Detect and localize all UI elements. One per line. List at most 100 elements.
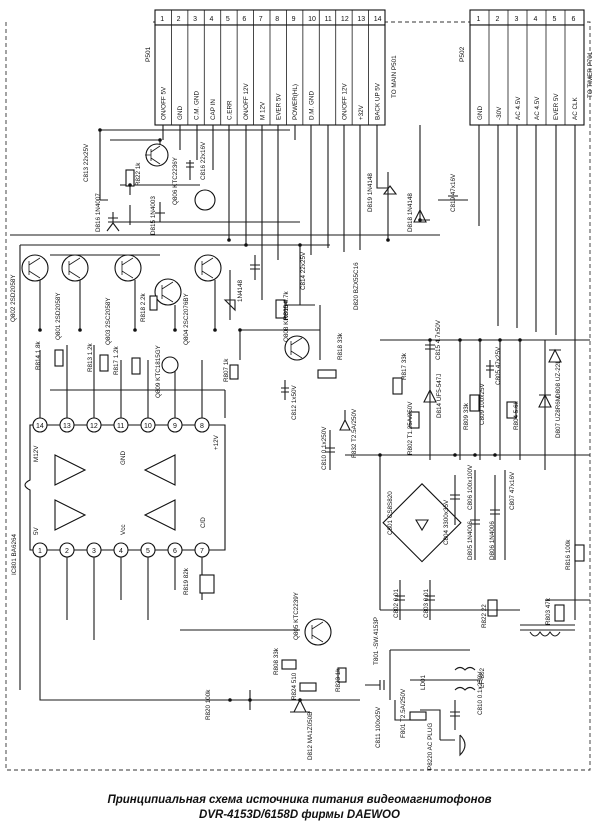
label-d814: D814 UF5-547J bbox=[436, 374, 443, 418]
r817b-resistor bbox=[392, 377, 403, 395]
p502-pin-number: 5 bbox=[553, 16, 557, 23]
junction-dot bbox=[227, 238, 231, 242]
junction-dot bbox=[238, 328, 242, 332]
rectifier-section: C815 4.7x50V C805 47x25V D808 UZ-22L R81… bbox=[345, 319, 590, 637]
p501-pin-number: 5 bbox=[226, 16, 230, 23]
label-r814: R814 1.8k bbox=[35, 340, 42, 370]
junction-dot bbox=[518, 338, 522, 342]
label-c815: C815 4.7x50V bbox=[435, 319, 442, 360]
r823-resistor bbox=[337, 667, 347, 683]
q802-transistor bbox=[21, 254, 49, 282]
junction-dot bbox=[173, 328, 177, 332]
q805-regulator-transistor bbox=[194, 189, 216, 211]
label-c807: C807 47x16V bbox=[509, 471, 516, 510]
label-r819: R819 82k bbox=[183, 567, 190, 595]
junction-dot bbox=[244, 243, 248, 247]
p501-pin-number: 1 bbox=[160, 16, 164, 23]
ic801-m12v: M12V bbox=[33, 445, 40, 462]
label-r820: R820 100k bbox=[205, 689, 212, 720]
connector-bus-wires bbox=[162, 125, 576, 620]
label-c810: C810 0.1x250V bbox=[477, 671, 484, 715]
bottom-left-section: R819 82k Q805 KTC2239Y R808 33k R824 510… bbox=[39, 557, 385, 760]
label-c804: C804 3300x35V bbox=[443, 499, 450, 545]
junction-dot bbox=[133, 328, 137, 332]
p501-ref: P501 bbox=[145, 46, 152, 62]
junction-dot bbox=[298, 243, 302, 247]
ic801-pin-number: 8 bbox=[200, 423, 204, 430]
label-c802: C802 0.01 bbox=[393, 588, 400, 618]
p501-pin-name: ON/OFF 12V bbox=[341, 82, 348, 120]
p501-pin-name: M 12V bbox=[259, 101, 266, 120]
q805b-transistor bbox=[304, 618, 332, 646]
label-ic801: IC801 BA6264 bbox=[11, 534, 18, 575]
label-q804: Q804 2SC2076BY bbox=[183, 292, 190, 345]
p501-pin-name: +32V bbox=[358, 104, 365, 120]
ic801-pin-number: 10 bbox=[144, 423, 152, 430]
r818-resistor bbox=[149, 295, 158, 311]
f801-fuse bbox=[409, 711, 427, 721]
p502-pin-name: -30V bbox=[496, 106, 503, 120]
q803-transistor bbox=[114, 254, 142, 282]
label-r822: R822 1k bbox=[135, 162, 142, 186]
q804-transistor bbox=[154, 278, 182, 306]
p501-pin-number: 2 bbox=[177, 16, 181, 23]
junction-dot bbox=[298, 698, 302, 702]
p501-pin-name: CAP IN bbox=[210, 99, 217, 120]
label-c812: C812 1x50V bbox=[291, 385, 298, 420]
label-t801: T801 -SW.4153P bbox=[373, 617, 380, 665]
ic801-pin-number: 7 bbox=[200, 548, 204, 555]
label-d805: D805 1N4006 bbox=[467, 521, 474, 560]
r805-resistor bbox=[275, 299, 286, 319]
r802-fuse bbox=[409, 411, 420, 429]
r803-resistor bbox=[554, 604, 565, 622]
p502-pin-name: AC 4.5V bbox=[534, 96, 541, 120]
p501-pin-name: POWER(HL) bbox=[292, 84, 299, 120]
p502-ref: P502 bbox=[459, 46, 466, 62]
label-c814: C814 22x25V bbox=[300, 251, 307, 290]
label-p8220: P8220 AC PLUG bbox=[427, 723, 434, 770]
label-f832: F832 T2.5A/250V bbox=[351, 408, 358, 458]
bridge-rectifier bbox=[382, 483, 462, 563]
label-r816: R816 100k bbox=[565, 539, 572, 570]
label-r823: R823 1k bbox=[335, 668, 342, 692]
p501-pin-number: 3 bbox=[193, 16, 197, 23]
label-r809: R809 33k bbox=[463, 402, 470, 430]
p502-pin-number: 3 bbox=[515, 16, 519, 23]
label-ld01: LD01 bbox=[420, 674, 427, 690]
junction-dot bbox=[98, 128, 102, 132]
p501-pin-number: 8 bbox=[275, 16, 279, 23]
p502-pin-number: 6 bbox=[572, 16, 576, 23]
label-r808: R808 33k bbox=[273, 647, 280, 675]
junction-dot bbox=[78, 328, 82, 332]
label-q806: Q806 KTC2236Y bbox=[172, 156, 179, 205]
ic801-5v: 5V bbox=[33, 526, 40, 535]
label-lf802: LF-802 bbox=[479, 668, 486, 688]
label-c806: C806 100x100V bbox=[467, 464, 474, 510]
p502-pin-number: 4 bbox=[534, 16, 538, 23]
label-r813: R813 1.2k bbox=[87, 342, 94, 372]
label-c809: C809 100x25V bbox=[479, 383, 486, 425]
label-d816: D816 1N4007 bbox=[95, 193, 102, 232]
label-d815: D815 1N4003 bbox=[150, 196, 157, 235]
label-c819: C819 47x16V bbox=[450, 173, 457, 212]
r804-resistor bbox=[506, 401, 517, 419]
ic801-vcc: Vcc bbox=[120, 525, 127, 536]
label-c816: C816 22x16V bbox=[200, 141, 207, 180]
p502-pin-number: 2 bbox=[496, 16, 500, 23]
junction-dot bbox=[213, 328, 217, 332]
r814-resistor bbox=[54, 349, 64, 367]
junction-dot bbox=[128, 183, 132, 187]
label-r803: R803 47k bbox=[545, 597, 552, 625]
junction-dot bbox=[158, 138, 162, 142]
label-r805: R805 4.7k bbox=[283, 290, 290, 320]
label-d819: D819 1N4148 bbox=[367, 173, 374, 212]
label-r824: R824 510 bbox=[291, 672, 298, 700]
p501-pin-number: 7 bbox=[259, 16, 263, 23]
junction-dot bbox=[493, 453, 497, 457]
p501-pin-name: C.ERR bbox=[226, 100, 233, 120]
p501-pin-name: ON/OFF 5V bbox=[161, 86, 168, 120]
junction-dot bbox=[228, 698, 232, 702]
label-d812: D812 MA1Z050B bbox=[307, 712, 314, 760]
ic801-pin-number: 6 bbox=[173, 548, 177, 555]
junction-dots bbox=[38, 128, 522, 702]
